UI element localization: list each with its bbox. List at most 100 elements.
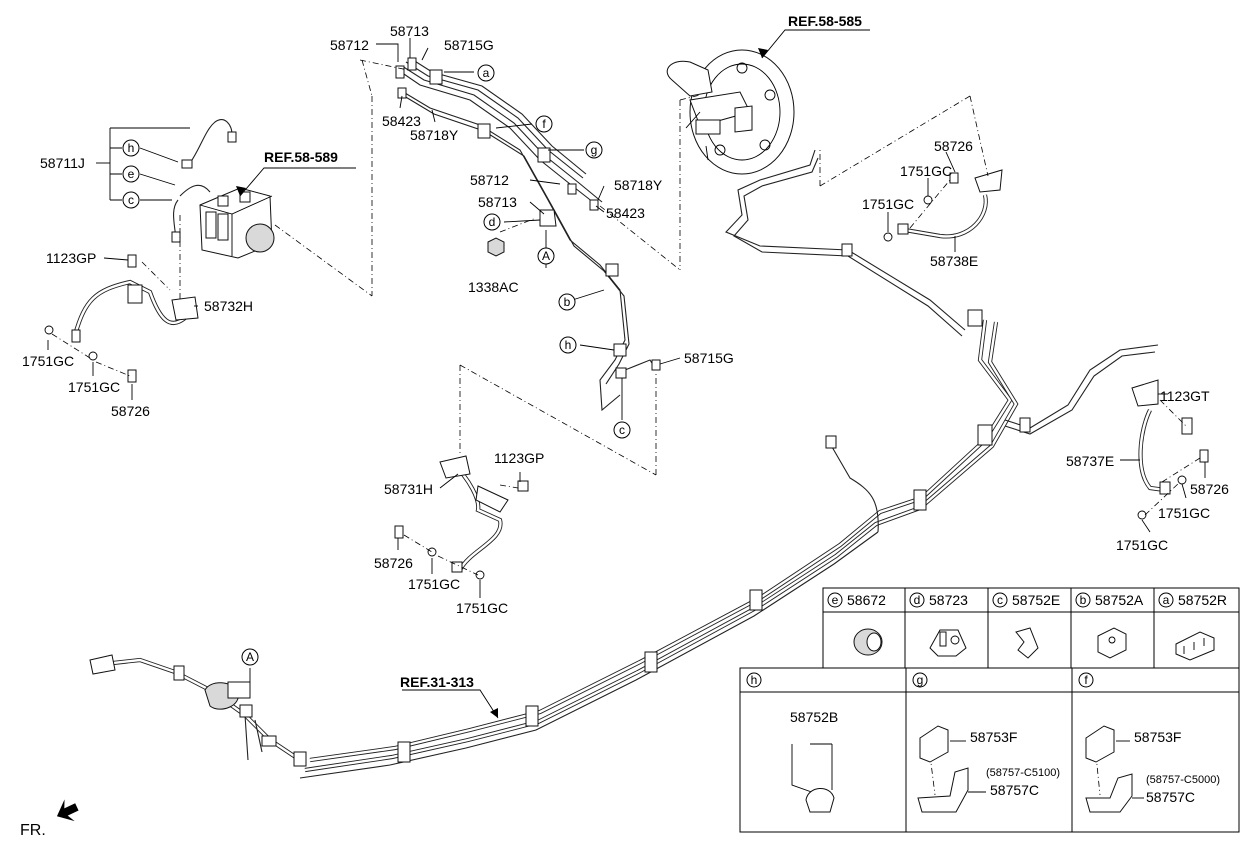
label-1123GP-left: 1123GP: [46, 250, 96, 266]
front-left-hose: [44, 254, 199, 383]
label-58738E: 58738E: [930, 253, 978, 269]
part-labels: 58711J 58712 58713 58715G 58423 58718Y 5…: [22, 23, 1229, 616]
callout-e-left: [122, 165, 140, 183]
label-58713-top: 58713: [390, 23, 429, 39]
label-58713-mid: 58713: [478, 194, 517, 210]
callout-c-left-text: c: [128, 193, 134, 207]
fr-label: FR.: [20, 822, 46, 839]
callout-d: [483, 213, 501, 231]
legend-part-58757-C5100: (58757-C5100): [986, 767, 1060, 779]
callout-h-left: [122, 139, 140, 157]
front-direction-indicator: FR.: [20, 799, 79, 839]
label-58726-left: 58726: [111, 403, 150, 419]
label-58711J: 58711J: [40, 155, 85, 171]
label-58718Y-mid: 58718Y: [614, 177, 663, 193]
callout-c-left: [122, 191, 140, 209]
legend-part-58752R: 58752R: [1178, 592, 1227, 608]
clip-icon: [929, 629, 967, 657]
callout-h-mid: [559, 336, 577, 354]
label-58726-topright: 58726: [934, 138, 973, 154]
legend-letter-e: e: [832, 593, 839, 607]
legend-cell-c: c 58752E: [992, 592, 1060, 659]
label-58712-top: 58712: [330, 37, 369, 53]
callout-a-top-text: a: [483, 66, 490, 80]
legend-part-58757-C5000: (58757-C5000): [1146, 774, 1220, 786]
legend-part-58757C-g: 58757C: [990, 782, 1039, 798]
rear-left-hose: [883, 169, 1003, 242]
legend-letter-g: g: [917, 673, 924, 687]
legend-part-58723: 58723: [929, 592, 968, 608]
label-58726-mid: 58726: [374, 555, 413, 571]
legend-part-58672: 58672: [847, 592, 886, 608]
legend-cell-b: b 58752A: [1075, 592, 1144, 659]
legend-part-58752A: 58752A: [1095, 592, 1144, 608]
label-58737E: 58737E: [1066, 453, 1114, 469]
label-1751GC-m2: 1751GC: [456, 600, 508, 616]
label-58732H: 58732H: [204, 298, 253, 314]
front-right-hose: [394, 455, 529, 580]
hose-clip-icon: [805, 788, 835, 813]
legend-table: e 58672 d 58723 c 58752E b 58752A: [739, 587, 1240, 833]
callout-e-left-text: e: [128, 167, 135, 181]
callout-d-text: d: [489, 215, 496, 229]
legend-part-58752E: 58752E: [1012, 592, 1060, 608]
label-58423-top: 58423: [382, 113, 421, 129]
legend-cell-h: h 58752B: [746, 672, 838, 813]
master-cylinder-tubes: [395, 57, 661, 412]
label-1751GC-tr1: 1751GC: [900, 163, 952, 179]
callout-a-top: [477, 64, 495, 82]
label-58731H: 58731H: [384, 481, 433, 497]
bracket-icon-g: [917, 767, 969, 813]
phantom-lines: [51, 59, 1201, 796]
c-clip-icon: [1015, 627, 1039, 659]
callout-A-bottom-text: A: [246, 650, 254, 664]
rear-right-hose: [1131, 379, 1209, 520]
label-58715G-top: 58715G: [444, 37, 494, 53]
callout-c-mid-text: c: [619, 423, 625, 437]
label-1751GC-l1: 1751GC: [22, 353, 74, 369]
ref-booster: REF.58-585: [788, 13, 862, 29]
legend-letter-b: b: [1080, 593, 1087, 607]
legend-letter-d: d: [914, 593, 921, 607]
legend-cell-a: a 58752R: [1158, 592, 1227, 661]
label-1123GP-mid: 1123GP: [494, 450, 544, 466]
callout-circles: h e c a f g d A b h c A: [122, 64, 631, 666]
callout-g-top: [585, 141, 603, 159]
underbody-brake-lines: [89, 149, 1159, 779]
bracket-clip-icon-g: [919, 725, 949, 763]
bracket-clip-icon-f: [1085, 725, 1115, 763]
callout-A-bottom: [241, 648, 259, 666]
legend-part-58757C-f: 58757C: [1146, 789, 1195, 805]
callout-A-top-text: A: [542, 249, 550, 263]
callout-f-top-text: f: [542, 117, 546, 131]
label-1123GT: 1123GT: [1160, 388, 1210, 404]
label-58726-right: 58726: [1190, 481, 1229, 497]
multi-clip-icon: [1175, 631, 1215, 661]
label-58712-mid: 58712: [470, 172, 509, 188]
label-1751GC-m1: 1751GC: [408, 576, 460, 592]
legend-letter-f: f: [1084, 673, 1088, 687]
bracket-icon-f: [1085, 773, 1133, 813]
legend-part-58752B: 58752B: [790, 709, 838, 725]
callout-b-mid: [558, 293, 576, 311]
legend-cell-f: f 58753F (58757-C5000) 58757C: [1078, 672, 1220, 813]
callout-h-mid-text: h: [565, 338, 572, 352]
legend-letter-h: h: [751, 673, 758, 687]
label-58715G-mid: 58715G: [684, 350, 734, 366]
brake-booster: [666, 49, 795, 175]
label-1338AC: 1338AC: [468, 279, 519, 295]
callout-f-top: [535, 115, 553, 133]
hecu-module: [171, 119, 275, 259]
callout-c-mid: [613, 421, 631, 439]
legend-part-58753F-g: 58753F: [970, 729, 1017, 745]
label-1751GC-tr2: 1751GC: [862, 196, 914, 212]
label-58423-mid: 58423: [606, 205, 645, 221]
label-1751GC-r2: 1751GC: [1116, 537, 1168, 553]
legend-letter-c: c: [997, 593, 1003, 607]
callout-A-top: [537, 247, 555, 265]
legend-part-58753F-f: 58753F: [1134, 729, 1181, 745]
legend-letter-a: a: [1163, 593, 1170, 607]
ref-hecu: REF.58-589: [264, 149, 338, 165]
